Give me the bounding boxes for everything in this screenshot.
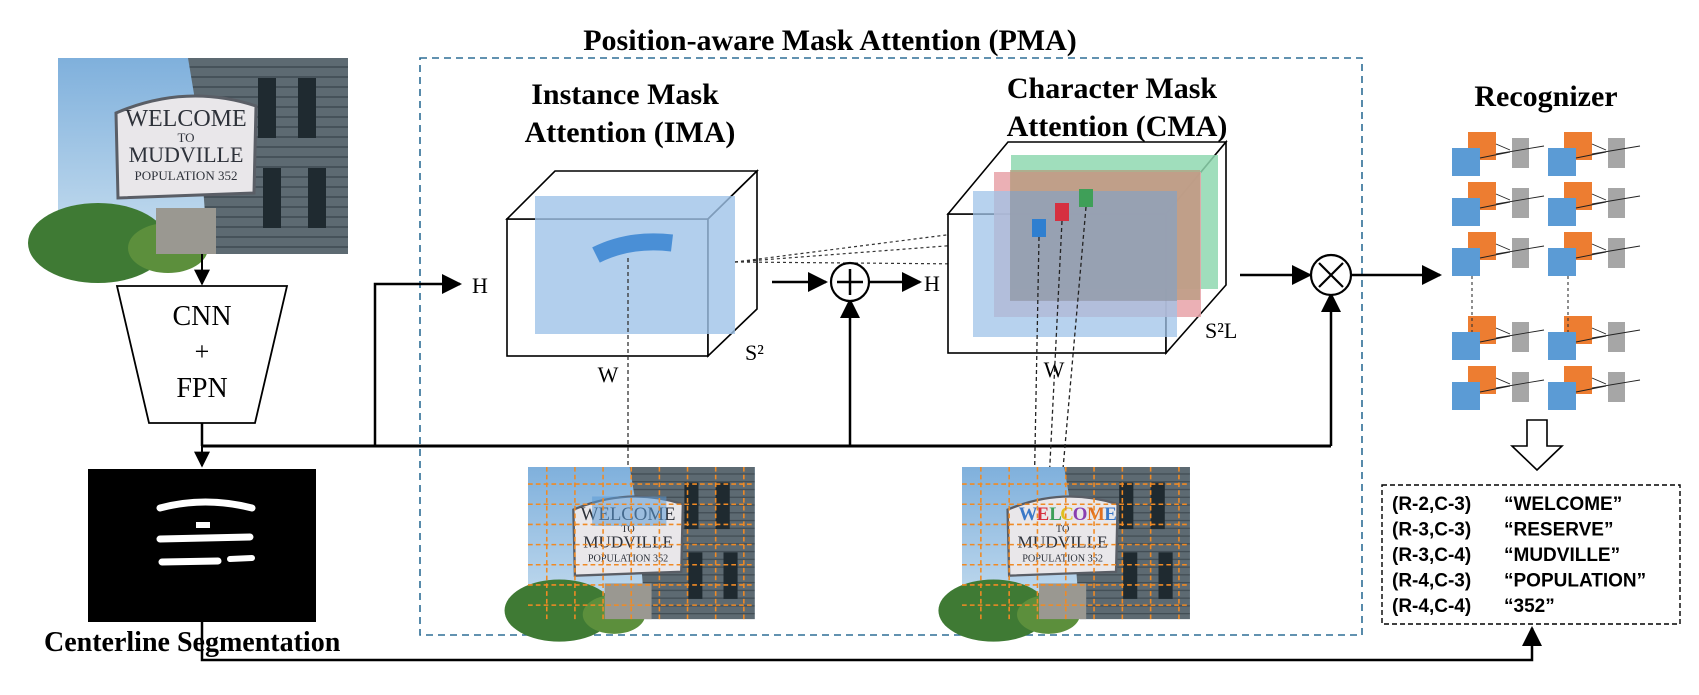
- ima-s-label: S²: [745, 340, 764, 365]
- ima-title-line2: Attention (IMA): [525, 116, 736, 149]
- cma-img-sign-line2: TO: [1056, 524, 1069, 535]
- recognizer-cell: [1548, 316, 1641, 360]
- svg-text:C: C: [1060, 504, 1074, 525]
- ima-img-sign-line2: TO: [621, 524, 634, 535]
- char-mask-green: [1079, 189, 1093, 207]
- pma-box: [419, 57, 1363, 636]
- ima-mask-plane: [535, 196, 735, 334]
- add-operator: [829, 261, 871, 303]
- recognizer-cell: [1452, 132, 1545, 176]
- svg-text:O: O: [1073, 504, 1088, 525]
- output-down-arrow: [1510, 419, 1564, 472]
- ima-img-sign-line3: MUDVILLE: [583, 533, 673, 552]
- output-position: (R-2,C-3): [1392, 494, 1471, 515]
- output-position: (R-4,C-4): [1392, 596, 1471, 617]
- recognizer-cell: [1452, 182, 1545, 226]
- backbone-line2: +: [195, 337, 210, 366]
- input-image: WELCOME TO MUDVILLE POPULATION 352: [26, 56, 350, 285]
- output-text: “MUDVILLE”: [1504, 545, 1620, 566]
- cma-plane-gray: [1010, 191, 1177, 301]
- output-list: (R-2,C-3) “WELCOME” (R-3,C-3) “RESERVE” (R-3…: [1392, 494, 1646, 617]
- recognizer-cell: [1548, 132, 1641, 176]
- ima-input-h-label: H: [472, 273, 488, 298]
- input-sign-line2: TO: [177, 130, 194, 145]
- recognizer-cell: [1452, 316, 1545, 360]
- input-sign-line3: MUDVILLE: [129, 142, 244, 167]
- input-sign-line1: WELCOME: [125, 106, 246, 132]
- colored-characters: W E L C O M E: [1019, 504, 1117, 525]
- pma-title: Position-aware Mask Attention (PMA): [583, 24, 1077, 57]
- multiply-operator: [1309, 253, 1353, 297]
- char-mask-red: [1055, 203, 1069, 221]
- ima-cube: [505, 169, 759, 358]
- cma-img-sign-line3: MUDVILLE: [1017, 533, 1107, 552]
- output-text: “352”: [1504, 596, 1555, 617]
- char-mask-blue: [1032, 219, 1046, 237]
- segmentation-label: Centerline Segmentation: [44, 627, 341, 658]
- backbone-line3: FPN: [176, 373, 227, 404]
- svg-text:W: W: [1019, 504, 1038, 525]
- recognizer-cell: [1548, 232, 1641, 276]
- ima-centerline-mask: [592, 233, 674, 263]
- recognizer-cell: [1452, 232, 1545, 276]
- cma-img-sign-line4: POPULATION 352: [1022, 554, 1103, 565]
- ima-grid-image: WELCOME TO MUDVILLE POPULATION 352: [503, 465, 756, 643]
- recognizer-network: [1452, 132, 1641, 410]
- output-text: “RESERVE”: [1504, 520, 1613, 541]
- cma-input-h-label: H: [924, 271, 940, 296]
- output-text: “WELCOME”: [1504, 494, 1622, 515]
- output-text: “POPULATION”: [1504, 571, 1646, 592]
- output-position: (R-3,C-4): [1392, 545, 1471, 566]
- ima-w-label: W: [598, 362, 619, 387]
- recognizer-title: Recognizer: [1474, 80, 1617, 113]
- input-sign-line4: POPULATION 352: [135, 168, 238, 183]
- cma-s-label: S²L: [1205, 318, 1237, 343]
- backbone-line1: CNN: [172, 301, 231, 332]
- recognizer-cell: [1452, 366, 1545, 410]
- ima-title-line1: Instance Mask: [531, 78, 719, 111]
- svg-text:L: L: [1049, 504, 1062, 525]
- ima-img-sign-line4: POPULATION 352: [588, 554, 668, 565]
- cma-title-line1: Character Mask: [1007, 72, 1218, 105]
- cma-title-line2: Attention (CMA): [1007, 110, 1228, 143]
- output-position: (R-3,C-3): [1392, 520, 1471, 541]
- svg-text:M: M: [1087, 504, 1105, 525]
- cma-cube: [946, 139, 1228, 356]
- svg-text:E: E: [1037, 504, 1050, 525]
- backbone-block: [115, 285, 289, 424]
- recognizer-cell: [1548, 182, 1641, 226]
- recognizer-cell: [1548, 366, 1641, 410]
- svg-text:E: E: [1104, 504, 1117, 525]
- centerline-segmentation-map: [88, 469, 316, 622]
- output-box: [1381, 484, 1681, 625]
- output-position: (R-4,C-3): [1392, 571, 1471, 592]
- cma-grid-image: TO MUDVILLE POPULATION 352 W E L C O M E: [937, 465, 1192, 643]
